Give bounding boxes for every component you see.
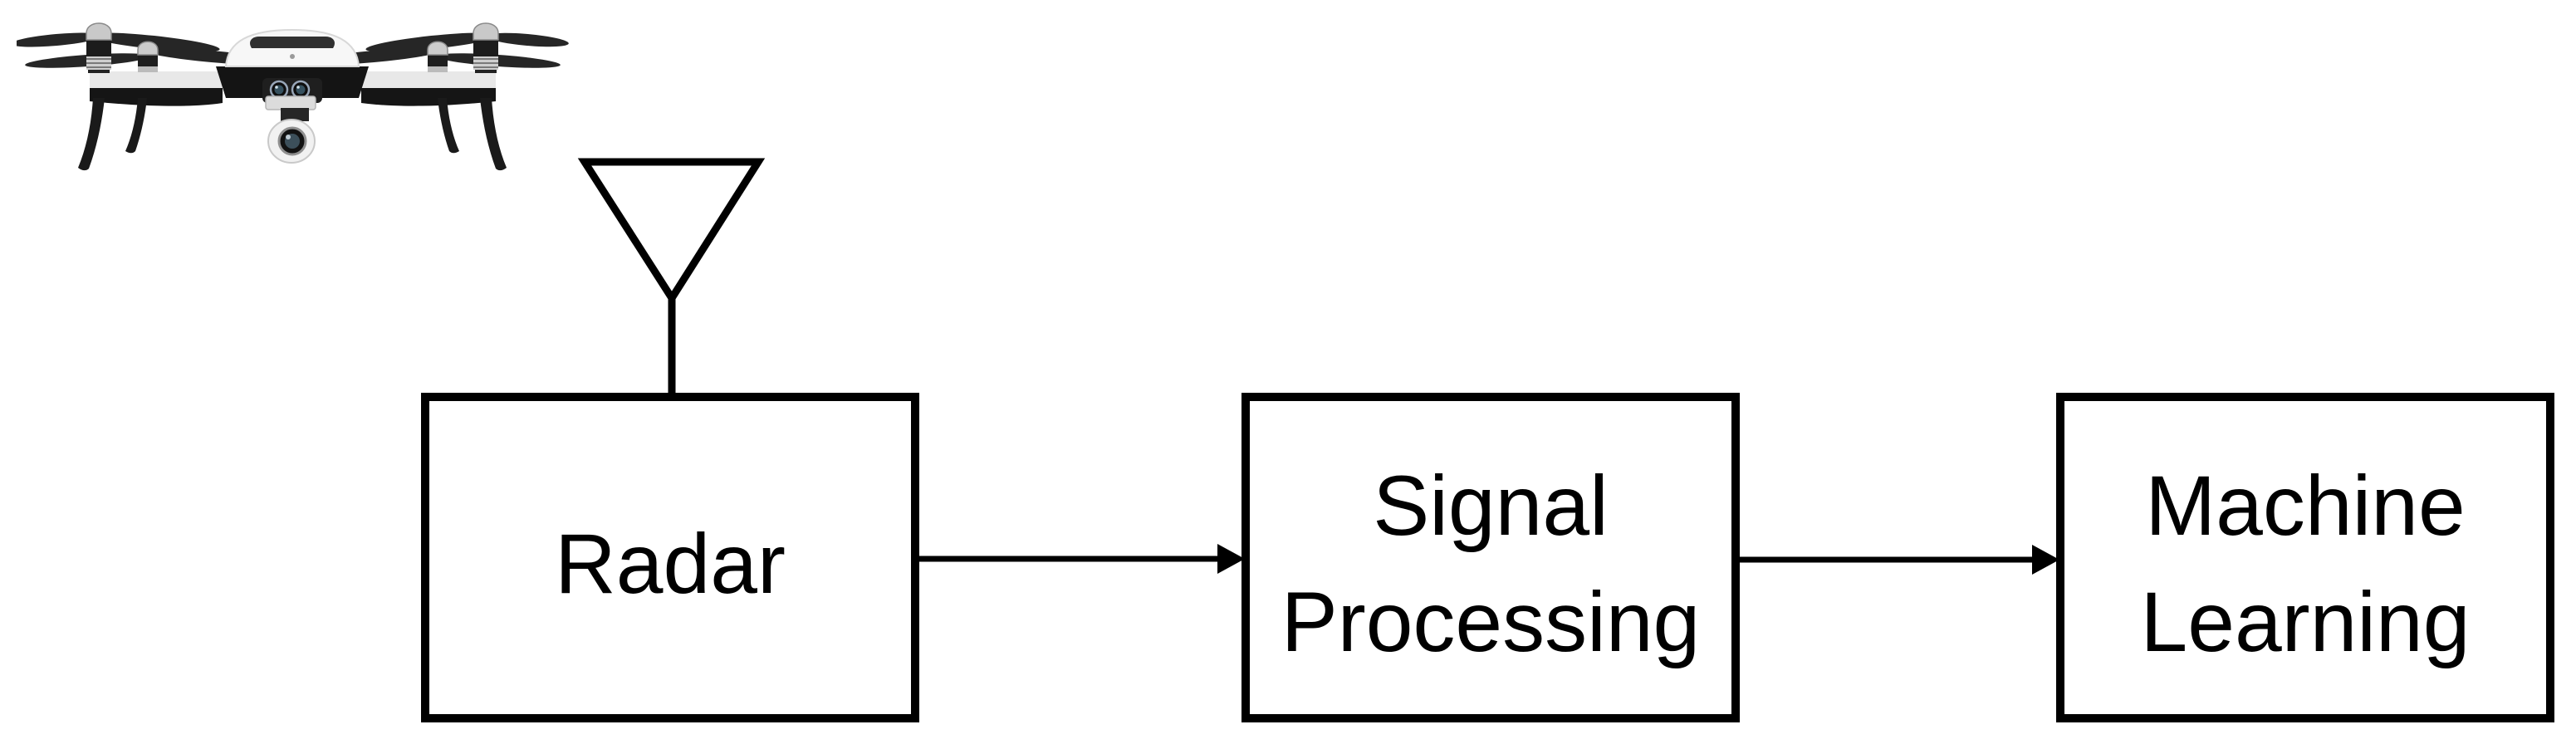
drone-motors bbox=[86, 22, 499, 73]
drone-gimbal-camera bbox=[265, 95, 316, 164]
node-machine-learning-label-line2: Learning bbox=[2140, 574, 2471, 669]
node-signal-processing-label-line1: Signal bbox=[1373, 458, 1609, 553]
node-radar: Radar bbox=[421, 393, 919, 722]
drone-arms bbox=[90, 71, 496, 106]
node-signal-processing-label-line2: Processing bbox=[1281, 574, 1701, 669]
node-signal-processing: Signal Processing bbox=[1241, 393, 1740, 722]
node-machine-learning: Machine Learning bbox=[2056, 393, 2554, 722]
antenna-triangle bbox=[577, 158, 766, 306]
node-radar-label: Radar bbox=[555, 516, 786, 611]
arrow-radar-to-signal-icon bbox=[917, 544, 1245, 574]
arrow-signal-to-ml-icon bbox=[1737, 545, 2059, 575]
node-machine-learning-label-line1: Machine bbox=[2145, 458, 2466, 553]
antenna-icon bbox=[577, 158, 766, 399]
drone-landing-legs bbox=[78, 98, 507, 171]
drone-image bbox=[17, 22, 569, 171]
